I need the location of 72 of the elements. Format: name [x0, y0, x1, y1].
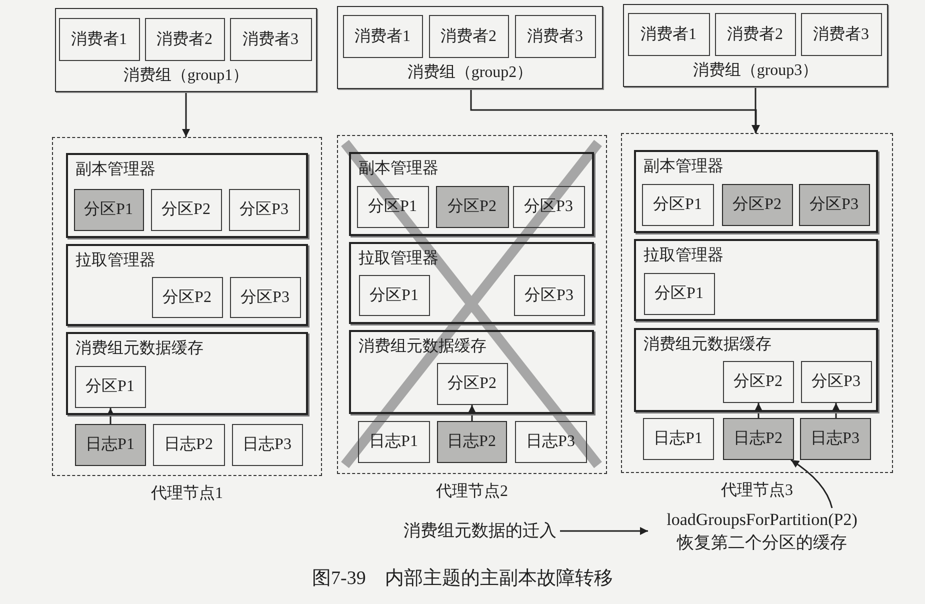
arrow — [470, 89, 760, 133]
panel-title: 副本管理器 — [644, 156, 724, 176]
partition-box: 分区P3 — [228, 188, 300, 230]
manager-panel — [634, 238, 878, 320]
annotation-text: 恢复第二个分区的缓存 — [677, 532, 847, 554]
log-box: 日志P2 — [722, 418, 794, 460]
consumer-box: 消费者1 — [628, 12, 710, 56]
arrow — [182, 92, 190, 137]
partition-box: 分区P1 — [644, 272, 714, 314]
group-label: 消费组（group3） — [692, 61, 818, 81]
log-box: 日志P2 — [152, 424, 224, 466]
arrow — [752, 87, 760, 133]
manager-panel — [348, 330, 594, 414]
consumer-box: 消费者2 — [428, 14, 508, 58]
arrow — [560, 527, 648, 535]
consumer-group-box — [337, 6, 603, 89]
panel-title: 消费组元数据缓存 — [358, 336, 486, 356]
partition-box: 分区P2 — [436, 186, 508, 228]
partition-box: 分区P2 — [152, 276, 222, 318]
arrow — [468, 405, 476, 421]
consumer-box: 消费者3 — [800, 12, 882, 56]
manager-panel — [348, 152, 594, 236]
panel-title: 消费组元数据缓存 — [76, 338, 204, 358]
figure-caption: 图7-39 内部主题的主副本故障转移 — [312, 567, 613, 591]
consumer-box: 消费者2 — [714, 12, 796, 56]
manager-panel — [634, 150, 878, 232]
partition-box: 分区P3 — [514, 274, 584, 316]
partition-box: 分区P2 — [436, 362, 508, 404]
consumer-box: 消费者2 — [144, 18, 224, 60]
partition-box: 分区P3 — [798, 184, 870, 226]
log-box: 日志P3 — [232, 424, 302, 466]
partition-box: 分区P1 — [74, 366, 146, 408]
arrow — [790, 459, 833, 508]
partition-box: 分区P3 — [800, 360, 872, 402]
panel-title: 副本管理器 — [76, 160, 156, 180]
partition-box: 分区P3 — [230, 276, 300, 318]
annotation-text: 消费组元数据的迁入 — [400, 519, 560, 543]
partition-box: 分区P1 — [642, 184, 714, 226]
arrow — [754, 403, 762, 418]
broker-label: 代理节点3 — [721, 481, 793, 501]
log-box: 日志P1 — [74, 424, 146, 466]
group-label: 消费组（group2） — [407, 63, 533, 83]
log-box: 日志P3 — [514, 420, 586, 462]
log-box: 日志P3 — [800, 418, 870, 460]
log-box: 日志P1 — [642, 418, 714, 460]
partition-box: 分区P1 — [74, 188, 144, 230]
manager-panel — [66, 332, 308, 414]
partition-box: 分区P2 — [150, 188, 222, 230]
panel-title: 消费组元数据缓存 — [644, 334, 772, 354]
consumer-box: 消费者1 — [342, 14, 422, 58]
manager-panel — [348, 242, 594, 324]
consumer-box: 消费者3 — [230, 18, 312, 60]
broker-label: 代理节点2 — [436, 482, 508, 502]
consumer-box: 消费者1 — [58, 18, 140, 60]
panel-title: 拉取管理器 — [644, 246, 724, 266]
annotation-text: loadGroupsForPartition(P2) — [666, 509, 858, 531]
partition-box: 分区P1 — [358, 274, 430, 316]
arrow — [106, 408, 114, 424]
consumer-box: 消费者3 — [514, 14, 596, 58]
log-box: 日志P1 — [358, 420, 430, 462]
group-label: 消费组（group1） — [123, 66, 249, 86]
manager-panel — [66, 244, 308, 326]
log-box: 日志P2 — [436, 420, 506, 462]
partition-box: 分区P2 — [722, 360, 794, 402]
consumer-group-box — [55, 8, 317, 92]
consumer-group-box — [623, 4, 888, 87]
broker-label: 代理节点1 — [151, 484, 223, 504]
arrow — [832, 403, 840, 418]
panel-title: 拉取管理器 — [76, 250, 156, 270]
manager-panel — [66, 152, 308, 238]
manager-panel — [634, 328, 878, 412]
partition-box: 分区P2 — [722, 184, 792, 226]
